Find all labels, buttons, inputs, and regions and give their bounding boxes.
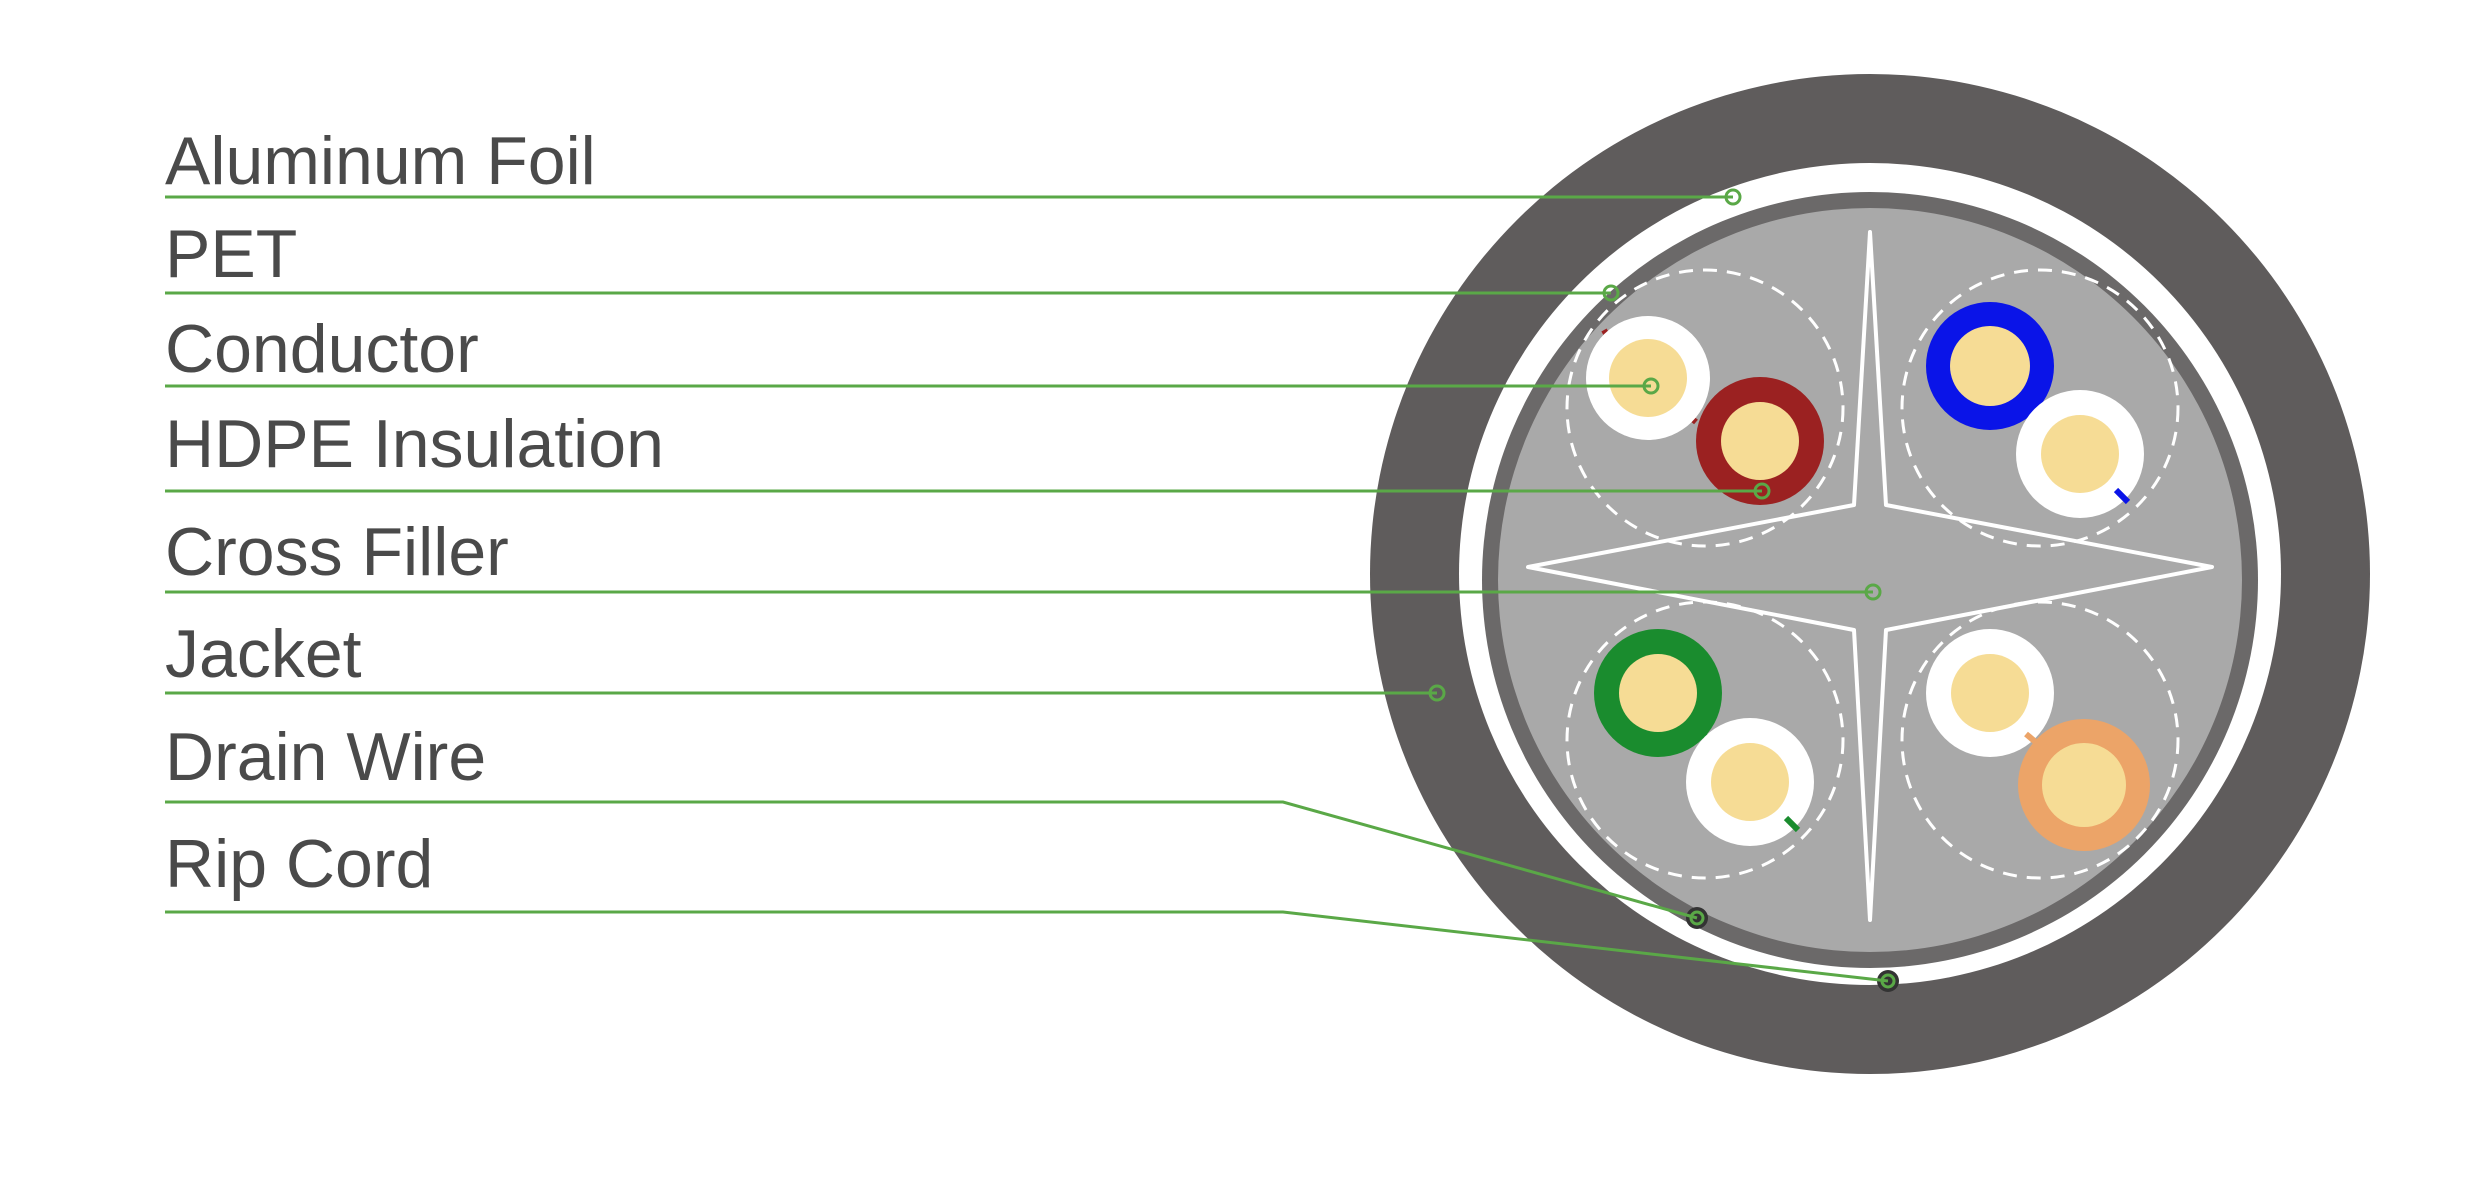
leader-dot-hdpe-insulation [1753, 482, 1771, 500]
cross-filler [1526, 230, 2214, 922]
label-conductor: Conductor [165, 311, 479, 387]
leader-lines [165, 188, 1896, 989]
twist-marker [1783, 815, 1801, 833]
leader-dot-cross-filler [1864, 583, 1882, 601]
conductor [1951, 654, 2029, 732]
leader-dot-conductor [1642, 377, 1660, 395]
conductor [2042, 743, 2126, 827]
leader-dot-rip-cord [1880, 973, 1896, 989]
leader-dot-pet [1602, 284, 1620, 302]
label-jacket: Jacket [165, 616, 362, 692]
pair-boundaries [1565, 268, 2180, 880]
conductor [1711, 743, 1789, 821]
cable-cross-section [1370, 74, 2370, 1074]
pair-orange [1926, 629, 2150, 851]
pair-bottom-right-boundary [1900, 600, 2180, 880]
labels: Aluminum Foil PET Conductor HDPE Insulat… [165, 123, 664, 902]
twist-marker [2113, 487, 2131, 505]
leader-dot-drain-wire [1689, 910, 1705, 926]
pair-top-right-boundary [1900, 268, 2180, 548]
label-rip-cord: Rip Cord [165, 826, 433, 902]
leader-rip-cord [165, 910, 1889, 983]
label-hdpe-insulation: HDPE Insulation [165, 406, 664, 482]
label-pet: PET [165, 216, 297, 292]
conductor [1721, 402, 1799, 480]
conductor [2041, 415, 2119, 493]
label-aluminum-foil: Aluminum Foil [165, 123, 596, 199]
leader-drain-wire [165, 800, 1698, 920]
pair-brown [1586, 316, 1824, 505]
label-cross-filler: Cross Filler [165, 514, 509, 590]
leader-dot-aluminum-foil [1724, 188, 1742, 206]
conductor [1619, 654, 1697, 732]
pair-blue [1926, 302, 2144, 518]
pair-green [1594, 629, 1814, 846]
pair-bottom-left-boundary [1565, 600, 1845, 880]
conductor [1950, 326, 2030, 406]
pair-top-left-boundary [1565, 268, 1845, 548]
leader-dot-jacket [1428, 684, 1446, 702]
conductor [1609, 339, 1687, 417]
label-drain-wire: Drain Wire [165, 719, 486, 795]
